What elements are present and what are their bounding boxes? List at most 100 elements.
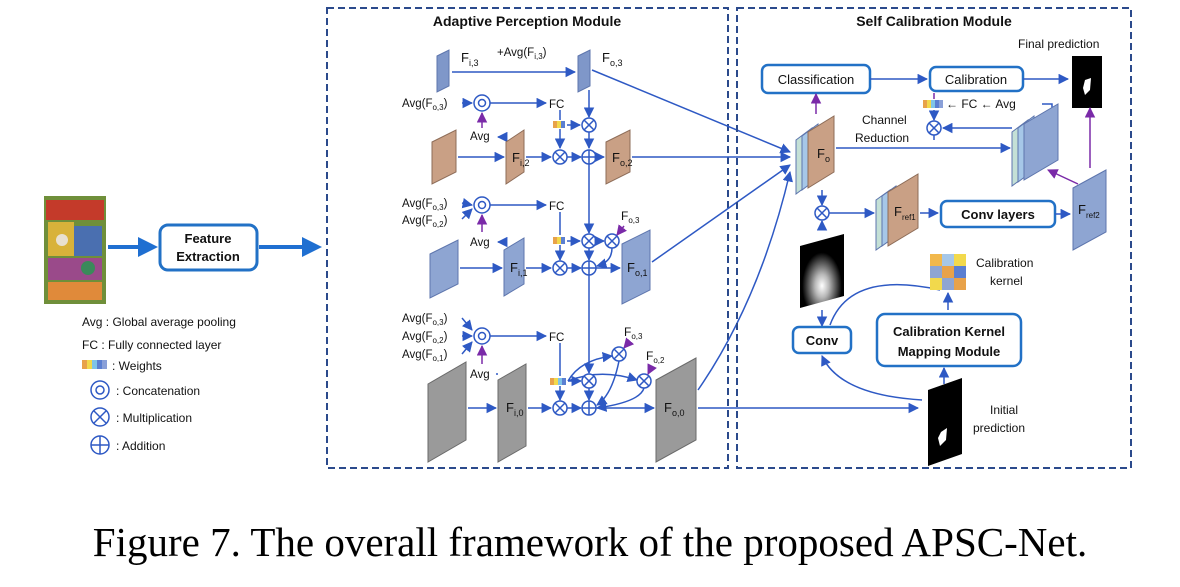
feature-fref2 bbox=[1072, 169, 1107, 251]
label-fo2: Fo,2 bbox=[612, 150, 632, 168]
arrow-r3-avg1 bbox=[461, 317, 473, 331]
label-conv-layers: Conv layers bbox=[961, 207, 1035, 222]
arrow-fo0-to-fo bbox=[697, 170, 793, 391]
feature-fi0 bbox=[497, 363, 527, 463]
ckmm-box: Calibration Kernel Mapping Module bbox=[875, 312, 1023, 368]
arrow-r2-avg1 bbox=[461, 197, 474, 209]
arrow-fo3-r3 bbox=[623, 337, 635, 349]
attention-map-image bbox=[800, 234, 844, 308]
label-r3-avg3: Avg(Fo,1) bbox=[402, 349, 448, 363]
arrow-multb-add-r2 bbox=[595, 247, 613, 269]
arrow-fo1-to-fo bbox=[651, 164, 791, 263]
mult-op-r2c bbox=[552, 260, 568, 276]
label-fc-r3: FC bbox=[549, 332, 564, 344]
feature-fo1 bbox=[621, 229, 651, 305]
add-op-r1 bbox=[581, 149, 597, 165]
mult-op-r1b bbox=[552, 149, 568, 165]
label-fc-r2: FC bbox=[549, 201, 564, 213]
arrow-r3-avg3 bbox=[461, 341, 473, 355]
feature-fi2 bbox=[505, 129, 525, 185]
arrow-fref2-stack bbox=[1047, 169, 1079, 185]
label-fo: Fo bbox=[817, 146, 830, 164]
legend-mult-icon bbox=[90, 407, 110, 427]
label-r2-fo3: Fo,3 bbox=[621, 209, 640, 225]
weights-r3 bbox=[550, 378, 566, 385]
label-classification: Classification bbox=[778, 72, 855, 87]
weights-r2 bbox=[553, 237, 565, 244]
calibration-box: Calibration bbox=[928, 65, 1025, 93]
mult-op-r1a bbox=[581, 117, 597, 133]
figure-caption: Figure 7. The overall framework of the p… bbox=[92, 519, 1088, 565]
framework-diagram: Feature Extraction Avg : Global average … bbox=[44, 7, 1132, 469]
label-r3-fo3: Fo,3 bbox=[624, 325, 643, 341]
label-calib-kernel-1: Calibration bbox=[976, 256, 1033, 270]
label-r3-avg2: Avg(Fo,2) bbox=[402, 331, 448, 345]
feature-fo2 bbox=[605, 129, 631, 185]
weights-r1 bbox=[553, 121, 565, 128]
feature-gray-r0 bbox=[427, 361, 467, 463]
mult-op-r3d bbox=[552, 400, 568, 416]
label-r3-fo2: Fo,2 bbox=[646, 349, 665, 365]
label-fo1: Fo,1 bbox=[627, 260, 647, 278]
arrow-fo3-r2 bbox=[616, 224, 627, 236]
mult-op-r2a bbox=[581, 233, 597, 249]
add-op-r2 bbox=[581, 260, 597, 276]
feature-fo3 bbox=[577, 49, 591, 93]
concat-op-r1 bbox=[473, 94, 491, 112]
label-fi2: Fi,2 bbox=[512, 150, 529, 168]
mult-op-r2b bbox=[604, 233, 620, 249]
classification-box: Classification bbox=[760, 63, 872, 95]
apm-title: Adaptive Perception Module bbox=[433, 13, 621, 29]
label-channel: Channel bbox=[862, 113, 907, 127]
label-calibration: Calibration bbox=[945, 72, 1007, 87]
label-r2-avg2: Avg(Fo,2) bbox=[402, 215, 448, 229]
feature-stack-right bbox=[1011, 103, 1059, 187]
feature-fref1 bbox=[875, 173, 919, 251]
arrow-fo2-r3 bbox=[647, 363, 657, 375]
legend-concat: : Concatenation bbox=[116, 384, 200, 398]
feature-extraction-box: Feature Extraction bbox=[158, 223, 259, 272]
label-initial-2: prediction bbox=[973, 421, 1025, 435]
legend: Avg : Global average pooling FC : Fully … bbox=[82, 315, 236, 455]
legend-avg: Avg : Global average pooling bbox=[82, 315, 236, 329]
feature-fo0 bbox=[655, 357, 697, 463]
conv-layers-box: Conv layers bbox=[939, 199, 1057, 229]
arrow-r2-avg2 bbox=[461, 208, 473, 220]
label-avg-r1: Avg bbox=[470, 131, 490, 143]
label-fc-chain: ← FC ← Avg bbox=[946, 97, 1016, 111]
concat-op-r3 bbox=[473, 327, 491, 345]
concat-op-r2 bbox=[473, 196, 491, 214]
label-ckmm-2: Mapping Module bbox=[898, 344, 1001, 359]
legend-fc: FC : Fully connected layer bbox=[82, 338, 221, 352]
label-fref2: Fref2 bbox=[1078, 202, 1100, 220]
feature-fo-stack bbox=[795, 115, 835, 195]
feature-brown-r2 bbox=[431, 129, 457, 185]
legend-mult: : Multiplication bbox=[116, 411, 192, 425]
mult-op-scm bbox=[926, 120, 942, 136]
feature-extraction-line2: Extraction bbox=[176, 249, 240, 264]
calibration-kernel-icon bbox=[930, 254, 966, 290]
label-initial-1: Initial bbox=[990, 403, 1018, 417]
arrow-multb-add-r3 bbox=[596, 360, 620, 406]
label-conv: Conv bbox=[806, 333, 839, 348]
apm-border bbox=[326, 7, 729, 469]
label-fi0: Fi,0 bbox=[506, 400, 523, 418]
feature-blue-r1 bbox=[429, 239, 459, 299]
mult-op-scm2 bbox=[814, 205, 830, 221]
label-r1-avg: Avg(Fo,3) bbox=[402, 98, 448, 112]
feature-fi1 bbox=[503, 237, 525, 297]
legend-add-icon bbox=[90, 435, 110, 455]
feature-extraction-line1: Feature bbox=[185, 231, 232, 246]
label-avg-fi3: +Avg(Fi,3) bbox=[497, 47, 547, 61]
arrow-fo3-to-fo bbox=[591, 69, 791, 154]
label-ckmm-1: Calibration Kernel bbox=[893, 324, 1005, 339]
mult-op-r3c bbox=[636, 373, 652, 389]
arrow-multc-add-r3 bbox=[595, 387, 645, 412]
mult-op-r3b bbox=[611, 346, 627, 362]
label-calib-kernel-2: kernel bbox=[990, 274, 1023, 288]
input-image bbox=[44, 196, 106, 304]
label-r3-avg1: Avg(Fo,3) bbox=[402, 313, 448, 327]
legend-concat-icon bbox=[90, 380, 110, 400]
label-r2-avg1: Avg(Fo,3) bbox=[402, 198, 448, 212]
line-kernel-conv bbox=[829, 283, 941, 326]
